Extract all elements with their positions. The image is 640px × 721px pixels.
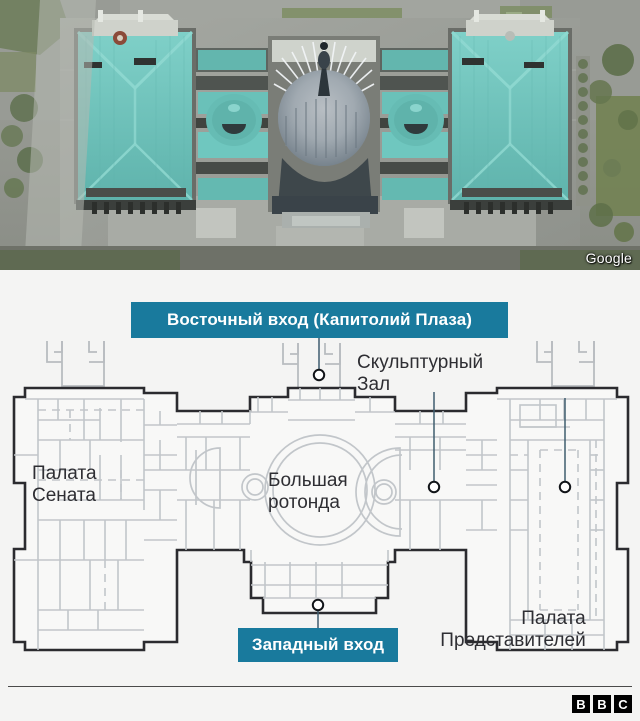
plan-leader-lines bbox=[317, 338, 566, 630]
plan-walls-house-dashed bbox=[510, 440, 604, 620]
bbc-letter-1: B bbox=[572, 695, 590, 713]
bbc-logo: B B C bbox=[572, 695, 632, 713]
floorplan-svg bbox=[12, 338, 630, 652]
plan-walls-house bbox=[497, 398, 617, 650]
plan-walls-senate bbox=[14, 398, 145, 650]
photo-left-connector bbox=[196, 48, 278, 200]
house-chamber-marker[interactable] bbox=[558, 480, 572, 494]
label-statuary-hall: Скульптурный Зал bbox=[357, 352, 484, 396]
label-house-chamber: Палата Представителей bbox=[440, 608, 586, 652]
plan-north-steps bbox=[46, 341, 595, 389]
photo-right-wing bbox=[448, 10, 572, 214]
plan-rotunda-circles bbox=[189, 434, 403, 546]
east-entrance-marker[interactable] bbox=[312, 368, 326, 382]
callout-west-entrance[interactable]: Западный вход bbox=[238, 628, 398, 662]
photo-center-dome bbox=[268, 36, 380, 228]
plan-walls-left-connector bbox=[144, 411, 177, 541]
footer: B B C bbox=[0, 686, 640, 721]
bbc-letter-3: C bbox=[614, 695, 632, 713]
statuary-hall-marker[interactable] bbox=[427, 480, 441, 494]
plan-markers bbox=[311, 368, 572, 612]
floorplan-area bbox=[0, 270, 640, 686]
plan-outline bbox=[12, 386, 630, 652]
satellite-image-svg bbox=[0, 0, 640, 270]
plan-walls-right-connector bbox=[466, 440, 497, 531]
satellite-photo: Google bbox=[0, 0, 640, 270]
bbc-letter-2: B bbox=[593, 695, 611, 713]
footer-divider bbox=[8, 686, 632, 687]
photo-left-wing bbox=[74, 10, 196, 214]
callout-east-entrance[interactable]: Восточный вход (Капитолий Плаза) bbox=[131, 302, 508, 338]
label-great-rotunda: Большая ротонда bbox=[268, 470, 348, 514]
photo-right-connector bbox=[380, 48, 464, 200]
plan-walls-senate-dashed bbox=[38, 409, 144, 610]
google-attribution: Google bbox=[585, 250, 632, 266]
label-senate-chamber: Палата Сената bbox=[32, 463, 97, 507]
west-entrance-marker[interactable] bbox=[311, 598, 325, 612]
